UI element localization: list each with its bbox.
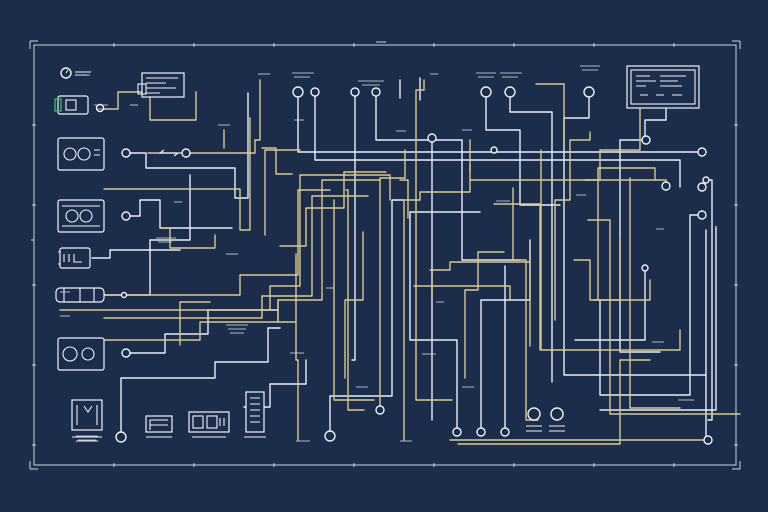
terminal-node (641, 264, 649, 272)
terminal-node (703, 435, 713, 445)
terminal-nodes (115, 86, 713, 445)
terminal-node (702, 176, 710, 184)
label-marks (60, 65, 694, 442)
terminal-node (324, 430, 336, 442)
terminal-node (375, 405, 385, 415)
wires-white (91, 77, 717, 439)
control-panel-icon (137, 72, 185, 98)
sensor-module-icon (57, 199, 131, 233)
terminal-node (371, 87, 381, 97)
terminal-node (697, 210, 707, 220)
terminal-node (490, 146, 498, 154)
frame-ticks-left (32, 124, 36, 446)
terminal-node (583, 86, 595, 98)
terminal-node (500, 427, 510, 437)
bottom-equipment (71, 391, 266, 442)
left-components (54, 67, 131, 371)
terminal-node (504, 86, 516, 98)
gauge-icon (60, 67, 91, 79)
frame-ticks-bottom (113, 463, 675, 467)
controller-box-icon (188, 411, 230, 438)
terminal-node (697, 147, 707, 157)
terminal-node (292, 86, 304, 98)
terminal-node (661, 181, 671, 191)
rack-icon (244, 391, 266, 438)
battery-icon (58, 247, 91, 269)
display-panel-icon (626, 65, 700, 109)
frame-marker-top (376, 41, 386, 46)
terminal-node (697, 182, 707, 192)
terminal-node (181, 148, 191, 158)
connector-plug-icon (55, 287, 128, 303)
terminal-node (480, 86, 492, 98)
terminal-node (527, 407, 541, 421)
cabinet-icon (71, 399, 103, 442)
wires-gold (59, 79, 741, 445)
terminal-node (452, 427, 462, 437)
terminal-node (641, 135, 651, 145)
terminal-node (427, 133, 437, 143)
motor-module-icon (57, 337, 131, 371)
terminal-node (476, 427, 486, 437)
terminal-node (115, 431, 127, 443)
panel-board-icon (145, 415, 173, 438)
terminal-node (310, 87, 320, 97)
frame-ticks-right (734, 124, 738, 446)
connector-brackets (158, 149, 717, 432)
terminal-node (350, 87, 360, 97)
frame-ticks-top (113, 43, 675, 47)
terminal-node (550, 407, 564, 421)
switch-module-icon (57, 137, 131, 171)
relay-block-icon (54, 95, 105, 115)
diagram-frame (29, 40, 741, 470)
